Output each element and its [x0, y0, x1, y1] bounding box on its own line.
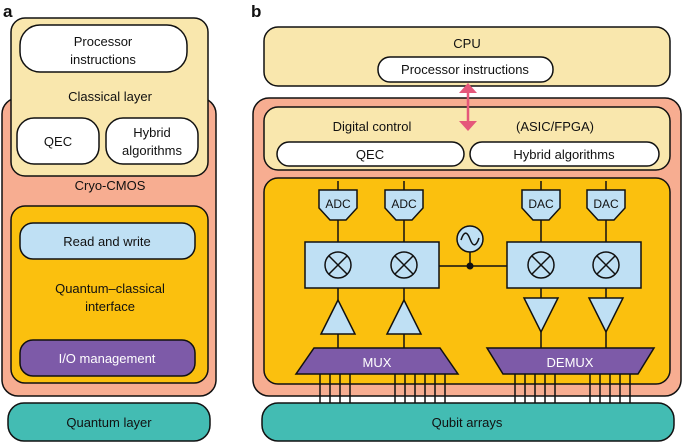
read-write-box — [19, 222, 196, 260]
interface-box-b — [263, 177, 671, 385]
qci-line2: interface — [85, 299, 135, 314]
hybrid-line1: Hybrid — [133, 125, 171, 140]
read-write-label: Read and write — [63, 234, 150, 249]
mixer-icon — [390, 251, 418, 279]
cryo-cmos-label: Cryo-CMOS — [75, 178, 146, 193]
amplifier-icon — [319, 288, 357, 348]
dac-1-label: DAC — [528, 197, 554, 211]
amplifier-icon — [385, 288, 423, 348]
qubit-arrays-label: Qubit arrays — [432, 415, 503, 430]
asic-fpga-label: (ASIC/FPGA) — [516, 119, 594, 134]
mixer-icon — [324, 251, 352, 279]
dac-2: DAC — [586, 181, 626, 242]
quantum-layer-label: Quantum layer — [66, 415, 152, 430]
mixer-icon — [592, 251, 620, 279]
qci-line1: Quantum–classical — [55, 281, 165, 296]
qec-label-b: QEC — [356, 147, 384, 162]
hybrid-algorithms-box-b — [469, 141, 660, 167]
hybrid-line2: algorithms — [122, 143, 182, 158]
oscillator-icon — [439, 225, 507, 270]
cpu-label: CPU — [453, 36, 480, 51]
processor-instructions-box-b — [377, 56, 554, 83]
demux-block — [485, 347, 656, 375]
mixer-icon — [527, 251, 555, 279]
io-management-box — [19, 339, 196, 377]
mux-block — [294, 347, 460, 375]
qubit-arrays-box — [261, 402, 675, 442]
adc-2: ADC — [384, 181, 424, 242]
panel-b-label: b — [251, 2, 261, 21]
processor-instructions-line2: instructions — [70, 52, 136, 67]
mixer-box-right — [506, 241, 642, 289]
hybrid-box-a — [105, 117, 199, 165]
mux-label: MUX — [363, 355, 392, 370]
panel-a-label: a — [3, 2, 13, 21]
demux-label: DEMUX — [547, 355, 594, 370]
qec-label-a: QEC — [44, 134, 72, 149]
adc-1: ADC — [318, 181, 358, 242]
processor-instructions-label-b: Processor instructions — [401, 62, 529, 77]
qec-box-b — [276, 141, 465, 167]
adc-2-label: ADC — [391, 197, 417, 211]
bidirectional-arrow-icon — [459, 83, 477, 131]
amplifier-icon — [587, 288, 625, 348]
qubit-wires-demux — [514, 373, 631, 405]
qec-box-a — [16, 117, 100, 165]
processor-instructions-line1: Processor — [74, 34, 133, 49]
classical-layer-label: Classical layer — [68, 89, 152, 104]
qubit-wires-mux — [319, 373, 446, 405]
adc-1-label: ADC — [325, 197, 351, 211]
dac-2-label: DAC — [593, 197, 619, 211]
amplifier-icon — [522, 288, 560, 348]
dac-1: DAC — [521, 181, 561, 242]
hybrid-algorithms-label-b: Hybrid algorithms — [513, 147, 615, 162]
processor-instructions-box — [19, 24, 188, 73]
quantum-layer-box — [7, 402, 211, 442]
io-management-label: I/O management — [59, 351, 156, 366]
digital-control-label: Digital control — [333, 119, 412, 134]
